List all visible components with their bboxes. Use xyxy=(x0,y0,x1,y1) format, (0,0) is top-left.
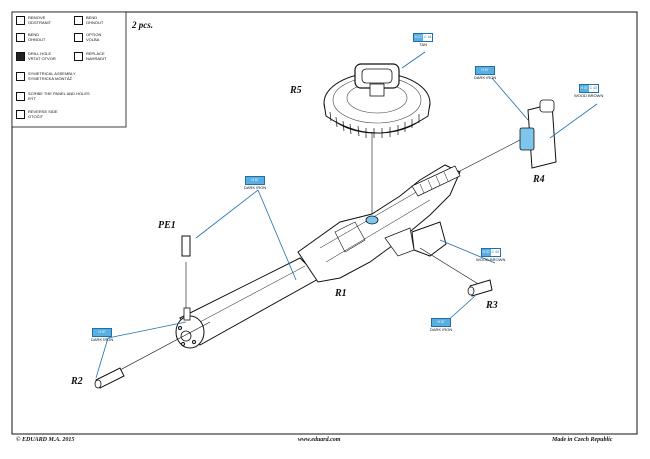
remove-icon xyxy=(16,16,25,25)
part-label-r3: R3 xyxy=(486,300,498,311)
symmetrical-icon xyxy=(16,72,25,81)
paint-code-box: H 57 xyxy=(92,328,113,337)
legend-box xyxy=(11,11,127,128)
part-pe1-drawing xyxy=(181,235,191,257)
page-border xyxy=(11,11,638,435)
part-label-r4: R4 xyxy=(533,174,545,185)
part-label-r5: R5 xyxy=(290,85,302,96)
part-r1-drawing xyxy=(175,164,461,349)
scribe-icon xyxy=(16,92,25,101)
bend-alt-icon xyxy=(16,33,25,42)
part-label-pe1: PE1 xyxy=(158,220,176,231)
paint-callout-dark-iron-r2: H 57 DARK IRON xyxy=(91,328,114,342)
replace-icon xyxy=(74,52,83,61)
paint-code-box: H 57 xyxy=(475,66,496,75)
paint-callout-dark-iron-r3: H 57 DARK IRON xyxy=(430,318,453,332)
paint-leaders xyxy=(95,51,598,379)
quantity-label: 2 pcs. xyxy=(132,20,153,30)
paint-callout-dark-iron-pe1: H 57 DARK IRON xyxy=(244,176,267,190)
part-label-r2: R2 xyxy=(71,376,83,387)
copyright-text: © EDUARD M.A. 2015 xyxy=(16,437,75,443)
part-label-r1: R1 xyxy=(335,288,347,299)
part-r2-drawing xyxy=(94,367,125,389)
part-r4-drawing xyxy=(519,99,557,169)
reverse-side-icon xyxy=(16,110,25,119)
option-icon xyxy=(74,33,83,42)
part-r3-drawing xyxy=(467,279,493,297)
bend-icon xyxy=(74,16,83,25)
part-r5-drawing xyxy=(323,63,431,138)
made-in-text: Made in Czech Republic xyxy=(552,437,613,443)
paint-callout-dark-iron-r5: H 57 DARK IRON xyxy=(474,66,497,80)
drill-hole-icon xyxy=(16,52,25,61)
website-text: www.eduard.com xyxy=(298,437,341,443)
paint-code-box: H 57 xyxy=(245,176,266,185)
assembly-axis xyxy=(119,132,521,371)
paint-code-box: H 57 xyxy=(431,318,452,327)
